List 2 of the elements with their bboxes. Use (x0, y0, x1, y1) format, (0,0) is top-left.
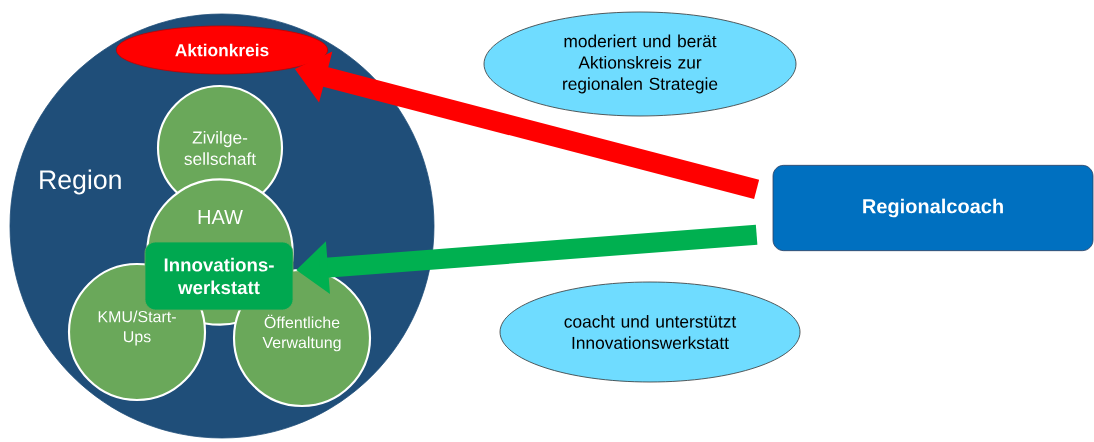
workshop-box: Innovations- werkstatt (144, 241, 294, 311)
coach-box: Regionalcoach (772, 164, 1094, 252)
